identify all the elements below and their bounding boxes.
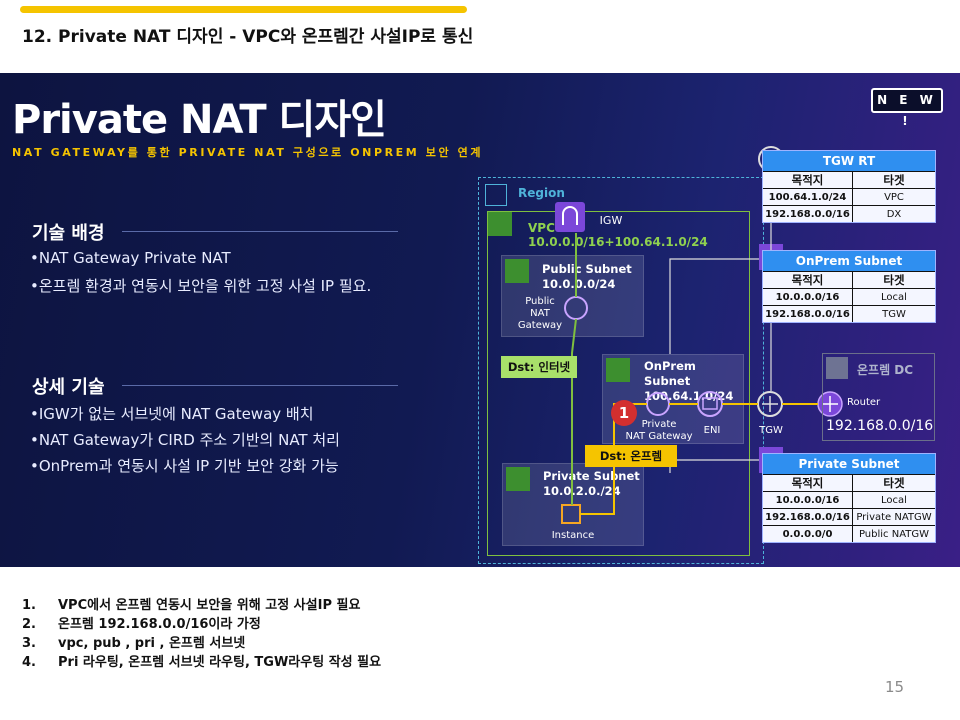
- section-divider: [122, 385, 398, 386]
- lock-icon: [505, 259, 529, 283]
- route-table-title: OnPrem Subnet: [763, 251, 935, 271]
- private-nat-label: Private NAT Gateway: [625, 419, 693, 442]
- instance-label: Instance: [551, 530, 595, 541]
- tgw-label: TGW: [759, 425, 783, 436]
- bullet-item: •IGW가 없는 서브넷에 NAT Gateway 배치: [30, 405, 314, 423]
- page-title: 12. Private NAT 디자인 - VPC와 온프렘간 사설IP로 통신: [22, 27, 474, 47]
- dst-onprem-tag: Dst: 온프렘: [585, 445, 677, 467]
- list-item: 4.Pri 라우팅, 온프렘 서브넷 라우팅, TGW라우팅 작성 필요: [22, 655, 382, 670]
- new-badge: N E W !: [871, 88, 943, 128]
- dc-label: 온프렘 DC: [857, 363, 914, 377]
- eni-icon: [697, 391, 723, 417]
- public-nat-label: Public NAT Gateway: [517, 296, 563, 331]
- bullet-item: •NAT Gateway가 CIRD 주소 기반의 NAT 처리: [30, 431, 340, 449]
- route-table-title: TGW RT: [763, 151, 935, 171]
- region-flag-icon: [485, 184, 507, 206]
- accent-bar: [20, 6, 467, 13]
- section-title-background: 기술 배경: [32, 223, 105, 244]
- router-ip: 192.168.0.0/16: [826, 418, 934, 434]
- instance-icon: [561, 504, 581, 524]
- banner-subtitle: NAT GATEWAY를 통한 PRIVATE NAT 구성으로 ONPREM …: [12, 146, 484, 159]
- bullet-item: •OnPrem과 연동시 사설 IP 기반 보안 강화 가능: [30, 457, 339, 475]
- page-number: 15: [885, 678, 905, 696]
- vpc-label: VPC 10.0.0.0/16+100.64.1.0/24: [528, 221, 708, 249]
- bullet-item: •온프렘 환경과 연동시 보안을 위한 고정 사설 IP 필요.: [30, 277, 372, 295]
- notes-list: 1.VPC에서 온프렘 연동시 보안을 위해 고정 사설IP 필요 2.온프렘 …: [22, 596, 381, 672]
- vpc-box: VPC 10.0.0.0/16+100.64.1.0/24: [487, 211, 750, 556]
- public-subnet-label: Public Subnet 10.0.0.0/24: [542, 262, 632, 291]
- igw-label: IGW: [599, 214, 623, 227]
- cloud-icon: [488, 212, 512, 236]
- eni-label: ENI: [703, 425, 721, 436]
- lock-icon: [506, 467, 530, 491]
- region-label: Region: [518, 186, 565, 200]
- router-label: Router: [847, 397, 881, 408]
- lock-icon: [606, 358, 630, 382]
- section-title-detail: 상세 기술: [32, 377, 105, 398]
- bullet-item: •NAT Gateway Private NAT: [30, 249, 231, 267]
- banner-image: Private NAT 디자인 NAT GATEWAY를 통한 PRIVATE …: [0, 73, 960, 567]
- list-item: 2.온프렘 192.168.0.0/16이라 가정: [22, 617, 261, 632]
- public-nat-icon: [564, 296, 588, 320]
- route-table-title: Private Subnet: [763, 454, 935, 474]
- private-subnet-label: Private Subnet 10.0.2.0./24: [543, 469, 640, 498]
- step-badge: 1: [611, 400, 637, 426]
- onprem-dc-box: 온프렘 DC: [822, 353, 935, 441]
- private-nat-icon: [646, 392, 670, 416]
- list-item: 3.vpc, pub , pri , 온프렘 서브넷: [22, 636, 246, 651]
- dst-internet-tag: Dst: 인터넷: [501, 356, 577, 378]
- banner-title: Private NAT 디자인: [12, 97, 387, 143]
- region-box: Region: [478, 177, 764, 564]
- list-item: 1.VPC에서 온프렘 연동시 보안을 위해 고정 사설IP 필요: [22, 598, 361, 613]
- section-divider: [122, 231, 398, 232]
- public-subnet-box: Public Subnet 10.0.0.0/24 Public NAT Gat…: [501, 255, 644, 337]
- building-icon: [826, 357, 848, 379]
